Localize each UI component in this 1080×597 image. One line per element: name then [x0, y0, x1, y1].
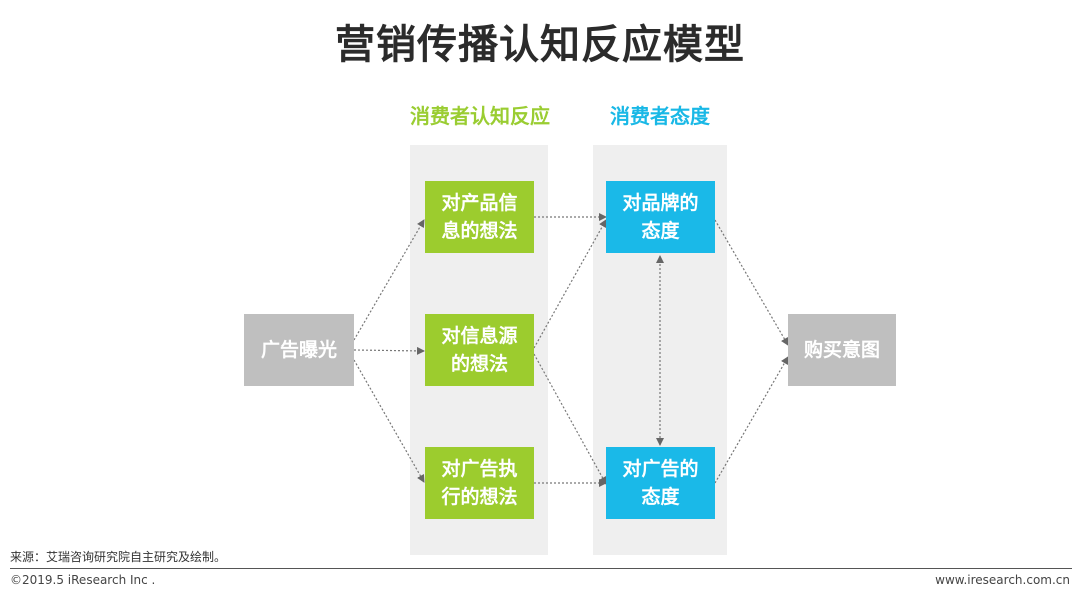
arrow-exposure-to-execution	[353, 359, 425, 483]
node-ad-attitude: 对广告的 态度	[606, 447, 715, 519]
arrow-exposure-to-source	[353, 346, 425, 355]
column-header-cognitive: 消费者认知反应	[410, 104, 550, 128]
source-note: 来源：艾瑞咨询研究院自主研究及绘制。	[10, 550, 227, 564]
node-product-info-thoughts: 对产品信 息的想法	[425, 181, 534, 253]
arrow-ad-to-purchase	[714, 356, 789, 484]
arrow-exposure-to-product	[353, 219, 425, 341]
node-source-thoughts: 对信息源 的想法	[425, 314, 534, 386]
arrow-source-to-brand	[533, 219, 607, 349]
node-ad-exposure: 广告曝光	[244, 314, 354, 386]
arrow-source-to-ad	[533, 353, 607, 485]
node-purchase-intent: 购买意图	[788, 314, 896, 386]
footer-divider	[10, 568, 1072, 569]
node-ad-execution-thoughts: 对广告执 行的想法	[425, 447, 534, 519]
column-header-attitude: 消费者态度	[610, 104, 710, 128]
page-title: 营销传播认知反应模型	[335, 22, 745, 68]
website-link[interactable]: www.iresearch.com.cn	[935, 573, 1070, 587]
arrow-brand-to-purchase	[714, 219, 789, 346]
node-brand-attitude: 对品牌的 态度	[606, 181, 715, 253]
copyright-text: ©2019.5 iResearch Inc .	[10, 573, 156, 587]
